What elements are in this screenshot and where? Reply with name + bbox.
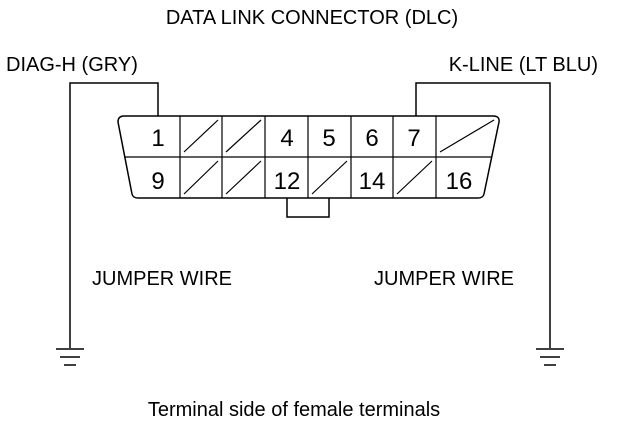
right-jumper-label: JUMPER WIRE [374,268,514,290]
pin-5: 5 [322,125,335,152]
diagram-caption: Terminal side of female terminals [148,399,440,421]
pin-9: 9 [151,168,164,195]
pin-4: 4 [280,125,293,152]
right-ground-icon [536,348,564,366]
pin-6: 6 [365,125,378,152]
pin-7: 7 [407,125,420,152]
connector-latch [286,198,330,218]
diag-h-label: DIAG-H (GRY) [6,54,138,76]
empty-cell-marks [183,119,495,195]
column-dividers [179,116,437,198]
k-line-label: K-LINE (LT BLU) [449,54,598,76]
diagram-title: DATA LINK CONNECTOR (DLC) [166,7,458,29]
pin-12: 12 [274,168,301,195]
left-wire [69,82,159,348]
pin-16: 16 [446,168,473,195]
right-wire [415,82,551,348]
connector-outline [117,115,500,199]
pin-1: 1 [151,125,164,152]
pin-14: 14 [359,168,386,195]
left-ground-icon [56,348,84,366]
left-jumper-label: JUMPER WIRE [92,268,232,290]
